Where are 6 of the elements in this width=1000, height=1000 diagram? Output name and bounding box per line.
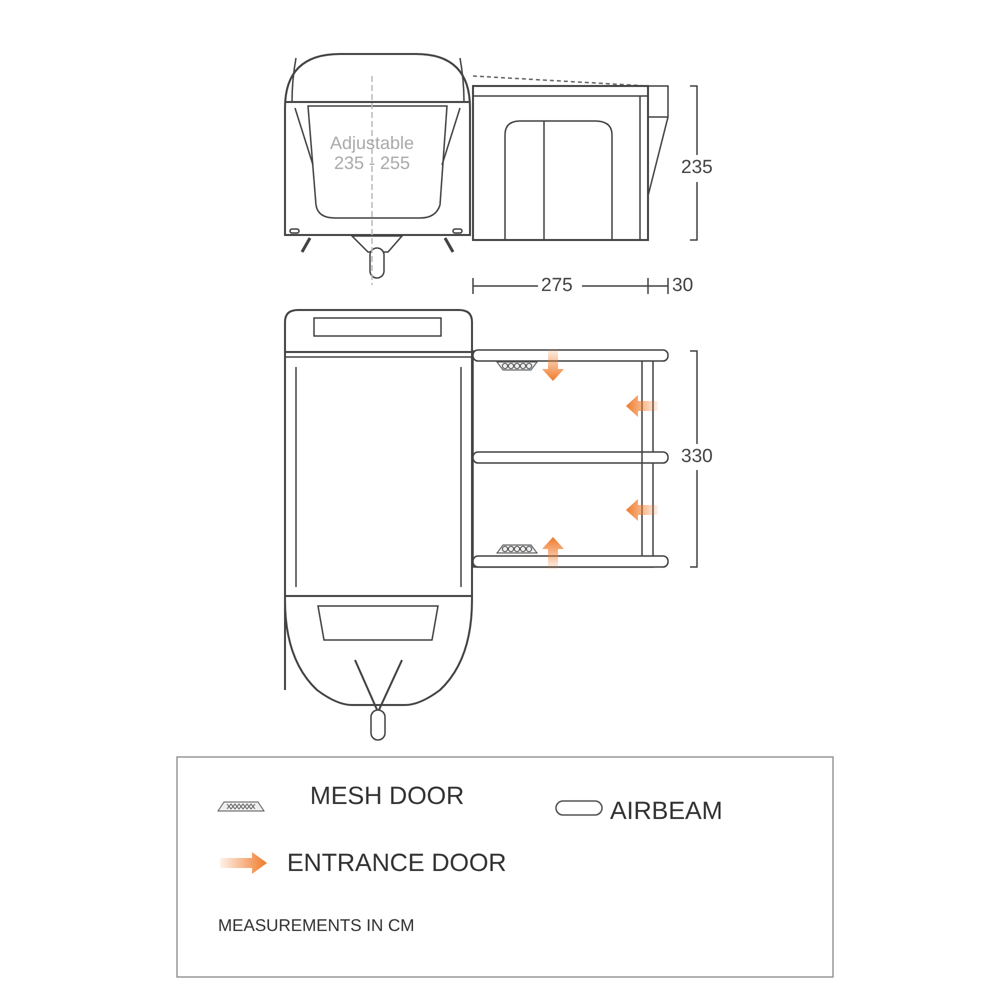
legend-text: ENTRANCE DOOR bbox=[287, 849, 506, 878]
legend-text: AIRBEAM bbox=[610, 797, 723, 826]
legend-text: MESH DOOR bbox=[310, 782, 464, 811]
dimension-text: 30 bbox=[672, 276, 694, 297]
note-text: MEASUREMENTS IN CM bbox=[218, 917, 414, 936]
dimension-text: Adjustable 235 - 255 bbox=[328, 134, 416, 174]
